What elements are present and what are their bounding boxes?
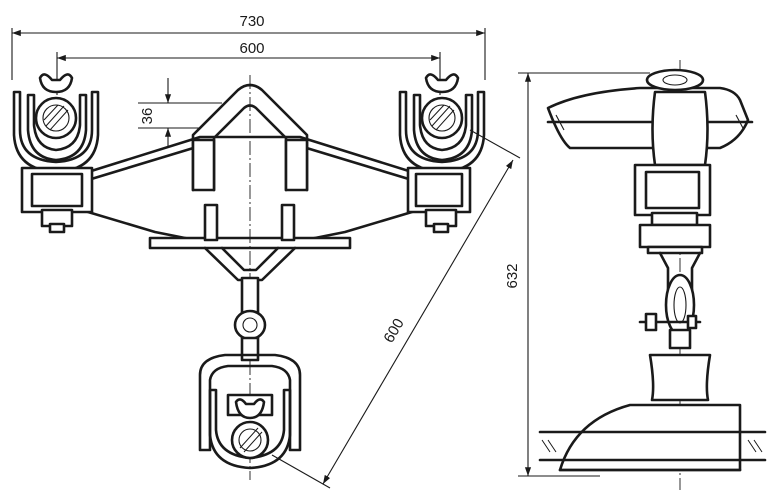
top-u-bolt — [191, 83, 309, 192]
front-view — [12, 73, 486, 480]
bottom-suspension-clamp — [198, 353, 302, 470]
right-suspension-clamp — [398, 73, 486, 234]
dimension-height: 632 — [504, 72, 650, 477]
left-suspension-clamp — [12, 73, 100, 234]
dimension-offset: 36 — [138, 78, 222, 150]
dimension-label-overall-width: 730 — [239, 13, 264, 30]
side-bottom-shoe — [558, 403, 742, 472]
dimension-overall-width: 730 — [11, 13, 486, 80]
side-top-shoe — [546, 86, 750, 150]
dimension-inner-width: 600 — [56, 40, 441, 95]
dimension-label-offset: 36 — [139, 108, 156, 125]
link-rod — [240, 276, 260, 316]
lower-stud-right — [280, 203, 296, 242]
side-top-eye — [645, 68, 705, 92]
dimension-label-diagonal: 600 — [380, 316, 407, 346]
dimension-label-inner-width: 600 — [239, 40, 264, 57]
link-ring — [233, 309, 267, 341]
side-view — [538, 60, 767, 490]
lower-stud-left — [203, 203, 219, 242]
dimension-label-height: 632 — [504, 263, 521, 288]
